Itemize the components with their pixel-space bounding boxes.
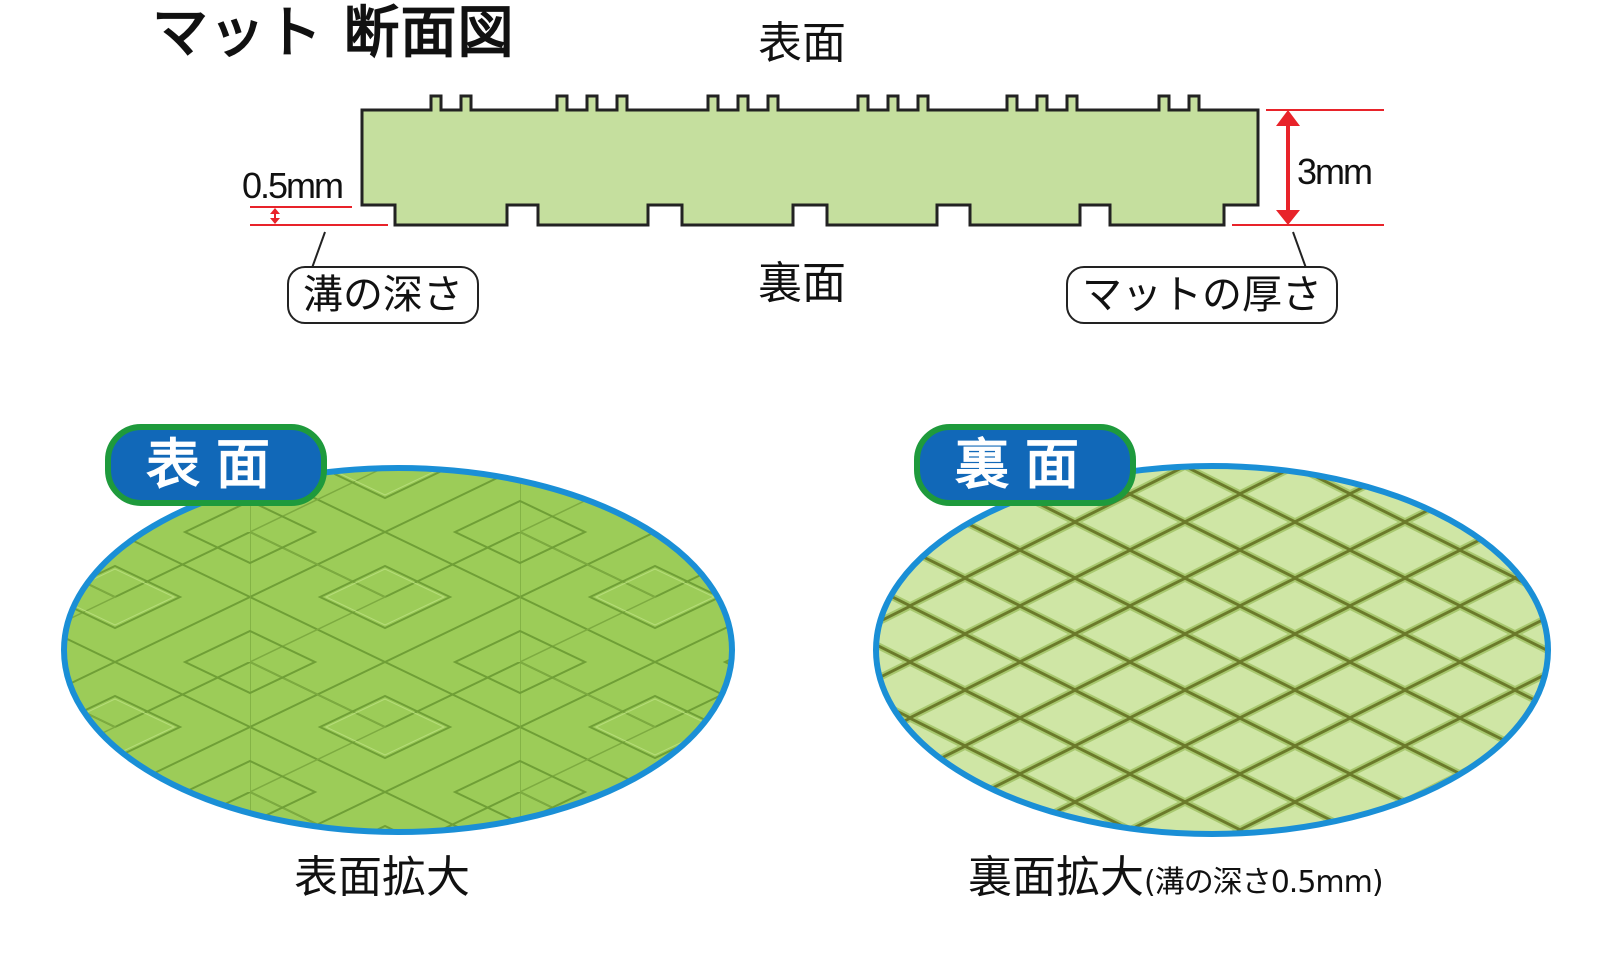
top-face-label: 表面 [758,18,846,69]
back-surface-caption: 裏面拡大 [968,852,1144,903]
diagram-title: マット 断面図 [152,1,515,66]
back-surface-zoom [873,463,1551,837]
thickness-dimension: 3mm [1297,151,1373,192]
mat-cross-section [250,94,1384,269]
back-surface-caption-group: 裏面拡大(溝の深さ0.5mm) [968,852,1384,909]
groove-depth-callout: 溝の深さ [287,266,479,324]
back-surface-badge: 裏面 [914,424,1136,506]
bottom-face-label: 裏面 [758,258,846,309]
thickness-callout: マットの厚さ [1066,266,1338,324]
front-surface-caption: 表面拡大 [294,852,470,903]
front-surface-badge: 表面 [105,424,327,506]
mat-profile [360,94,1260,227]
front-surface-zoom [61,465,735,835]
groove-depth-note: (溝の深さ0.5mm) [1144,865,1384,900]
groove-depth-dimension: 0.5mm [242,165,344,206]
